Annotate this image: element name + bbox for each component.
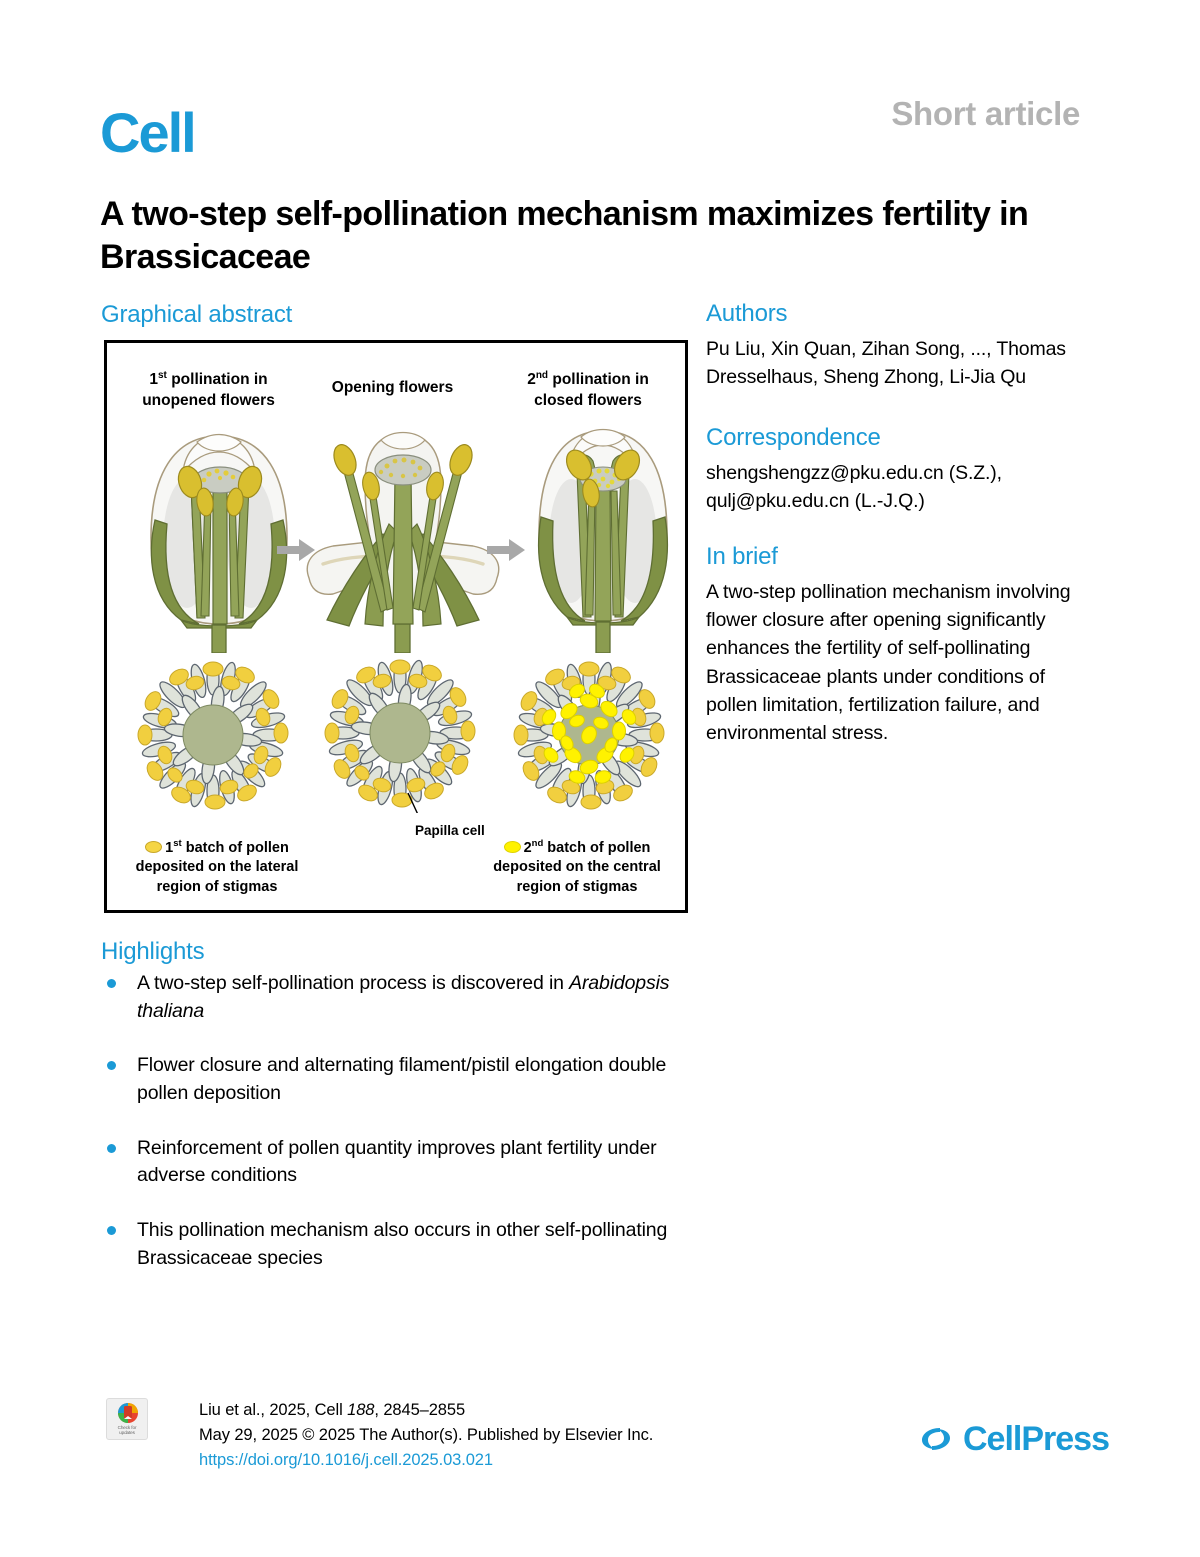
legend-right-line3: region of stigmas: [516, 878, 638, 895]
cell-journal-logo: Cell: [100, 101, 197, 164]
highlight-item-1: A two-step self-pollination process is d…: [101, 970, 681, 1025]
legend-first-batch: 1st batch of pollen deposited on the lat…: [117, 838, 317, 897]
stigma-top-view-second-pollination: [513, 661, 665, 810]
legend-left-line2: deposited on the lateral: [135, 859, 299, 876]
pollen-swatch-first-batch-icon: [145, 840, 163, 853]
bullet-icon: [107, 1061, 116, 1071]
highlight-text-4: This pollination mechanism also occurs i…: [137, 1219, 668, 1269]
legend-right-ordinal: 2: [523, 839, 532, 856]
cfu-line1: Check for: [117, 1424, 137, 1430]
cell-press-logo: CellPress: [918, 1420, 1110, 1458]
process-arrow-2: [487, 539, 525, 561]
doi-link[interactable]: https://doi.org/10.1016/j.cell.2025.03.0…: [199, 1451, 493, 1470]
panel-label-right-line1-rest: pollination in: [548, 371, 649, 389]
highlight-item-4: This pollination mechanism also occurs i…: [101, 1217, 681, 1272]
check-for-updates-badge[interactable]: Check for updates: [106, 1398, 148, 1440]
legend-left-sup: st: [173, 838, 182, 849]
highlight-item-2: Flower closure and alternating filament/…: [101, 1052, 681, 1107]
cell-press-wordmark: CellPress: [963, 1420, 1110, 1458]
authors-heading: Authors: [706, 300, 788, 327]
authors-list: Pu Liu, Xin Quan, Zihan Song, ..., Thoma…: [706, 338, 1066, 389]
in-brief-text: A two-step pollination mechanism involvi…: [706, 581, 1071, 744]
highlight-text-1: A two-step self-pollination process is d…: [137, 972, 570, 994]
bullet-icon: [107, 979, 116, 988]
panel-label-right-sup: nd: [535, 370, 549, 381]
citation-block: Liu et al., 2025, Cell 188, 2845–2855 Ma…: [199, 1398, 653, 1473]
correspondence-emails[interactable]: shengshengzz@pku.edu.cn (S.Z.), qulj@pku…: [706, 462, 1002, 513]
flower-diagram-closed: [537, 428, 669, 653]
highlight-item-3: Reinforcement of pollen quantity improve…: [101, 1135, 681, 1190]
citation-line-2: May 29, 2025 © 2025 The Author(s). Publi…: [199, 1426, 654, 1445]
panel-label-opening-flowers: Opening flowers: [331, 379, 454, 396]
legend-left-line1: batch of pollen: [181, 839, 289, 856]
graphical-abstract-heading: Graphical abstract: [101, 301, 293, 328]
stigma-top-view-first-pollination: [137, 661, 289, 810]
cfu-line2: updates: [119, 1430, 135, 1436]
pollen-swatch-second-batch-icon: [503, 840, 521, 853]
highlight-text-2: Flower closure and alternating filament/…: [137, 1054, 667, 1105]
legend-second-batch: 2nd batch of pollen deposited on the cen…: [477, 838, 677, 897]
panel-label-left-line1-rest: pollination in: [166, 371, 268, 389]
panel-label-left-line1-ordinal: 1: [149, 371, 158, 389]
article-type-label: Short article: [891, 95, 1080, 132]
highlights-heading: Highlights: [101, 938, 205, 965]
page-title: A two-step self-pollination mechanism ma…: [100, 195, 1029, 276]
citation-prefix: Liu et al., 2025, Cell: [199, 1401, 348, 1419]
process-arrow-1: [277, 539, 315, 561]
panel-label-right-line2: closed flowers: [534, 391, 642, 409]
citation-pages: , 2845–2855: [374, 1401, 466, 1419]
flower-diagram-opening: [306, 431, 500, 653]
bullet-icon: [107, 1226, 116, 1236]
bullet-icon: [107, 1143, 116, 1153]
page-header: Cell Short article: [100, 95, 1080, 175]
graphical-abstract-figure: 1st pollination in unopened flowers Open…: [104, 340, 688, 913]
in-brief-heading: In brief: [706, 543, 778, 571]
panel-label-second-pollination: 2nd pollination in closed flowers: [499, 369, 677, 411]
highlight-text-3: Reinforcement of pollen quantity improve…: [137, 1136, 657, 1187]
correspondence-heading: Correspondence: [706, 424, 881, 452]
right-column: Authors Pu Liu, Xin Quan, Zihan Song, ..…: [706, 300, 1096, 747]
legend-right-line1: batch of pollen: [543, 839, 651, 856]
check-for-updates-text: Check for updates: [107, 1425, 147, 1436]
papilla-cell-annotation: Papilla cell: [415, 823, 485, 838]
flower-diagram-unopened: [150, 433, 288, 653]
legend-left-line3: region of stigmas: [156, 878, 278, 895]
highlights-list: A two-step self-pollination process is d…: [101, 970, 681, 1300]
highlight-species-1: Arabidopsis thaliana: [137, 972, 670, 1022]
panel-label-left-sup: st: [157, 370, 167, 381]
legend-right-sup: nd: [531, 838, 544, 849]
crossmark-icon: [118, 1403, 138, 1423]
panel-label-right-line1-ordinal: 2: [527, 371, 536, 389]
legend-left-ordinal: 1: [165, 839, 174, 856]
panel-label-left-line2: unopened flowers: [142, 391, 275, 409]
panel-label-first-pollination: 1st pollination in unopened flowers: [121, 369, 296, 411]
legend-right-line2: deposited on the central: [493, 859, 661, 876]
stigma-top-view-opening: [324, 659, 476, 813]
cell-press-mark-icon: [922, 1428, 950, 1450]
citation-line-1: Liu et al., 2025, Cell 188, 2845–2855: [199, 1398, 653, 1423]
citation-volume: 188: [347, 1401, 375, 1419]
